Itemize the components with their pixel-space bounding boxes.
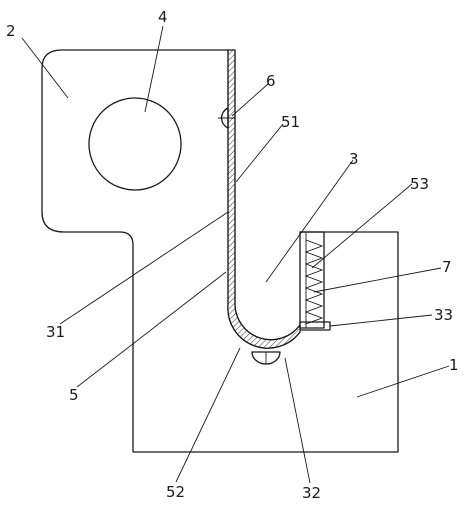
leader-31 xyxy=(59,211,229,325)
u-channel-outer-wall xyxy=(227,49,301,349)
leader-1 xyxy=(356,365,450,398)
label-53: 53 xyxy=(410,175,429,193)
leader-2 xyxy=(21,37,69,99)
bottom-fastener xyxy=(251,351,281,365)
spring-housing xyxy=(299,231,325,329)
leader-5 xyxy=(76,271,227,388)
leader-7 xyxy=(313,267,442,293)
leader-3 xyxy=(265,159,354,283)
label-6: 6 xyxy=(266,72,276,90)
spring-zigzag xyxy=(304,239,324,325)
leader-6 xyxy=(231,83,269,117)
label-1: 1 xyxy=(449,356,459,374)
label-4: 4 xyxy=(158,8,168,26)
label-32: 32 xyxy=(302,484,321,502)
leader-4 xyxy=(144,25,164,113)
label-7: 7 xyxy=(442,258,452,276)
u-shaped-liner xyxy=(227,49,301,349)
leader-33 xyxy=(329,314,433,327)
lower-base-block xyxy=(229,231,399,453)
label-5: 5 xyxy=(69,386,79,404)
u-channel-inner-wall xyxy=(234,49,301,341)
leader-32 xyxy=(284,357,311,484)
upper-housing-plate xyxy=(41,49,236,453)
circular-hole xyxy=(88,97,182,191)
label-2: 2 xyxy=(6,22,16,40)
label-33: 33 xyxy=(434,306,453,324)
label-51: 51 xyxy=(281,113,300,131)
leader-53 xyxy=(311,183,413,269)
stop-tab xyxy=(299,321,331,331)
label-3: 3 xyxy=(349,150,359,168)
label-52: 52 xyxy=(166,483,185,501)
leader-52 xyxy=(175,347,241,483)
label-31: 31 xyxy=(46,323,65,341)
leader-51 xyxy=(235,123,284,183)
fastener-head xyxy=(220,107,229,129)
